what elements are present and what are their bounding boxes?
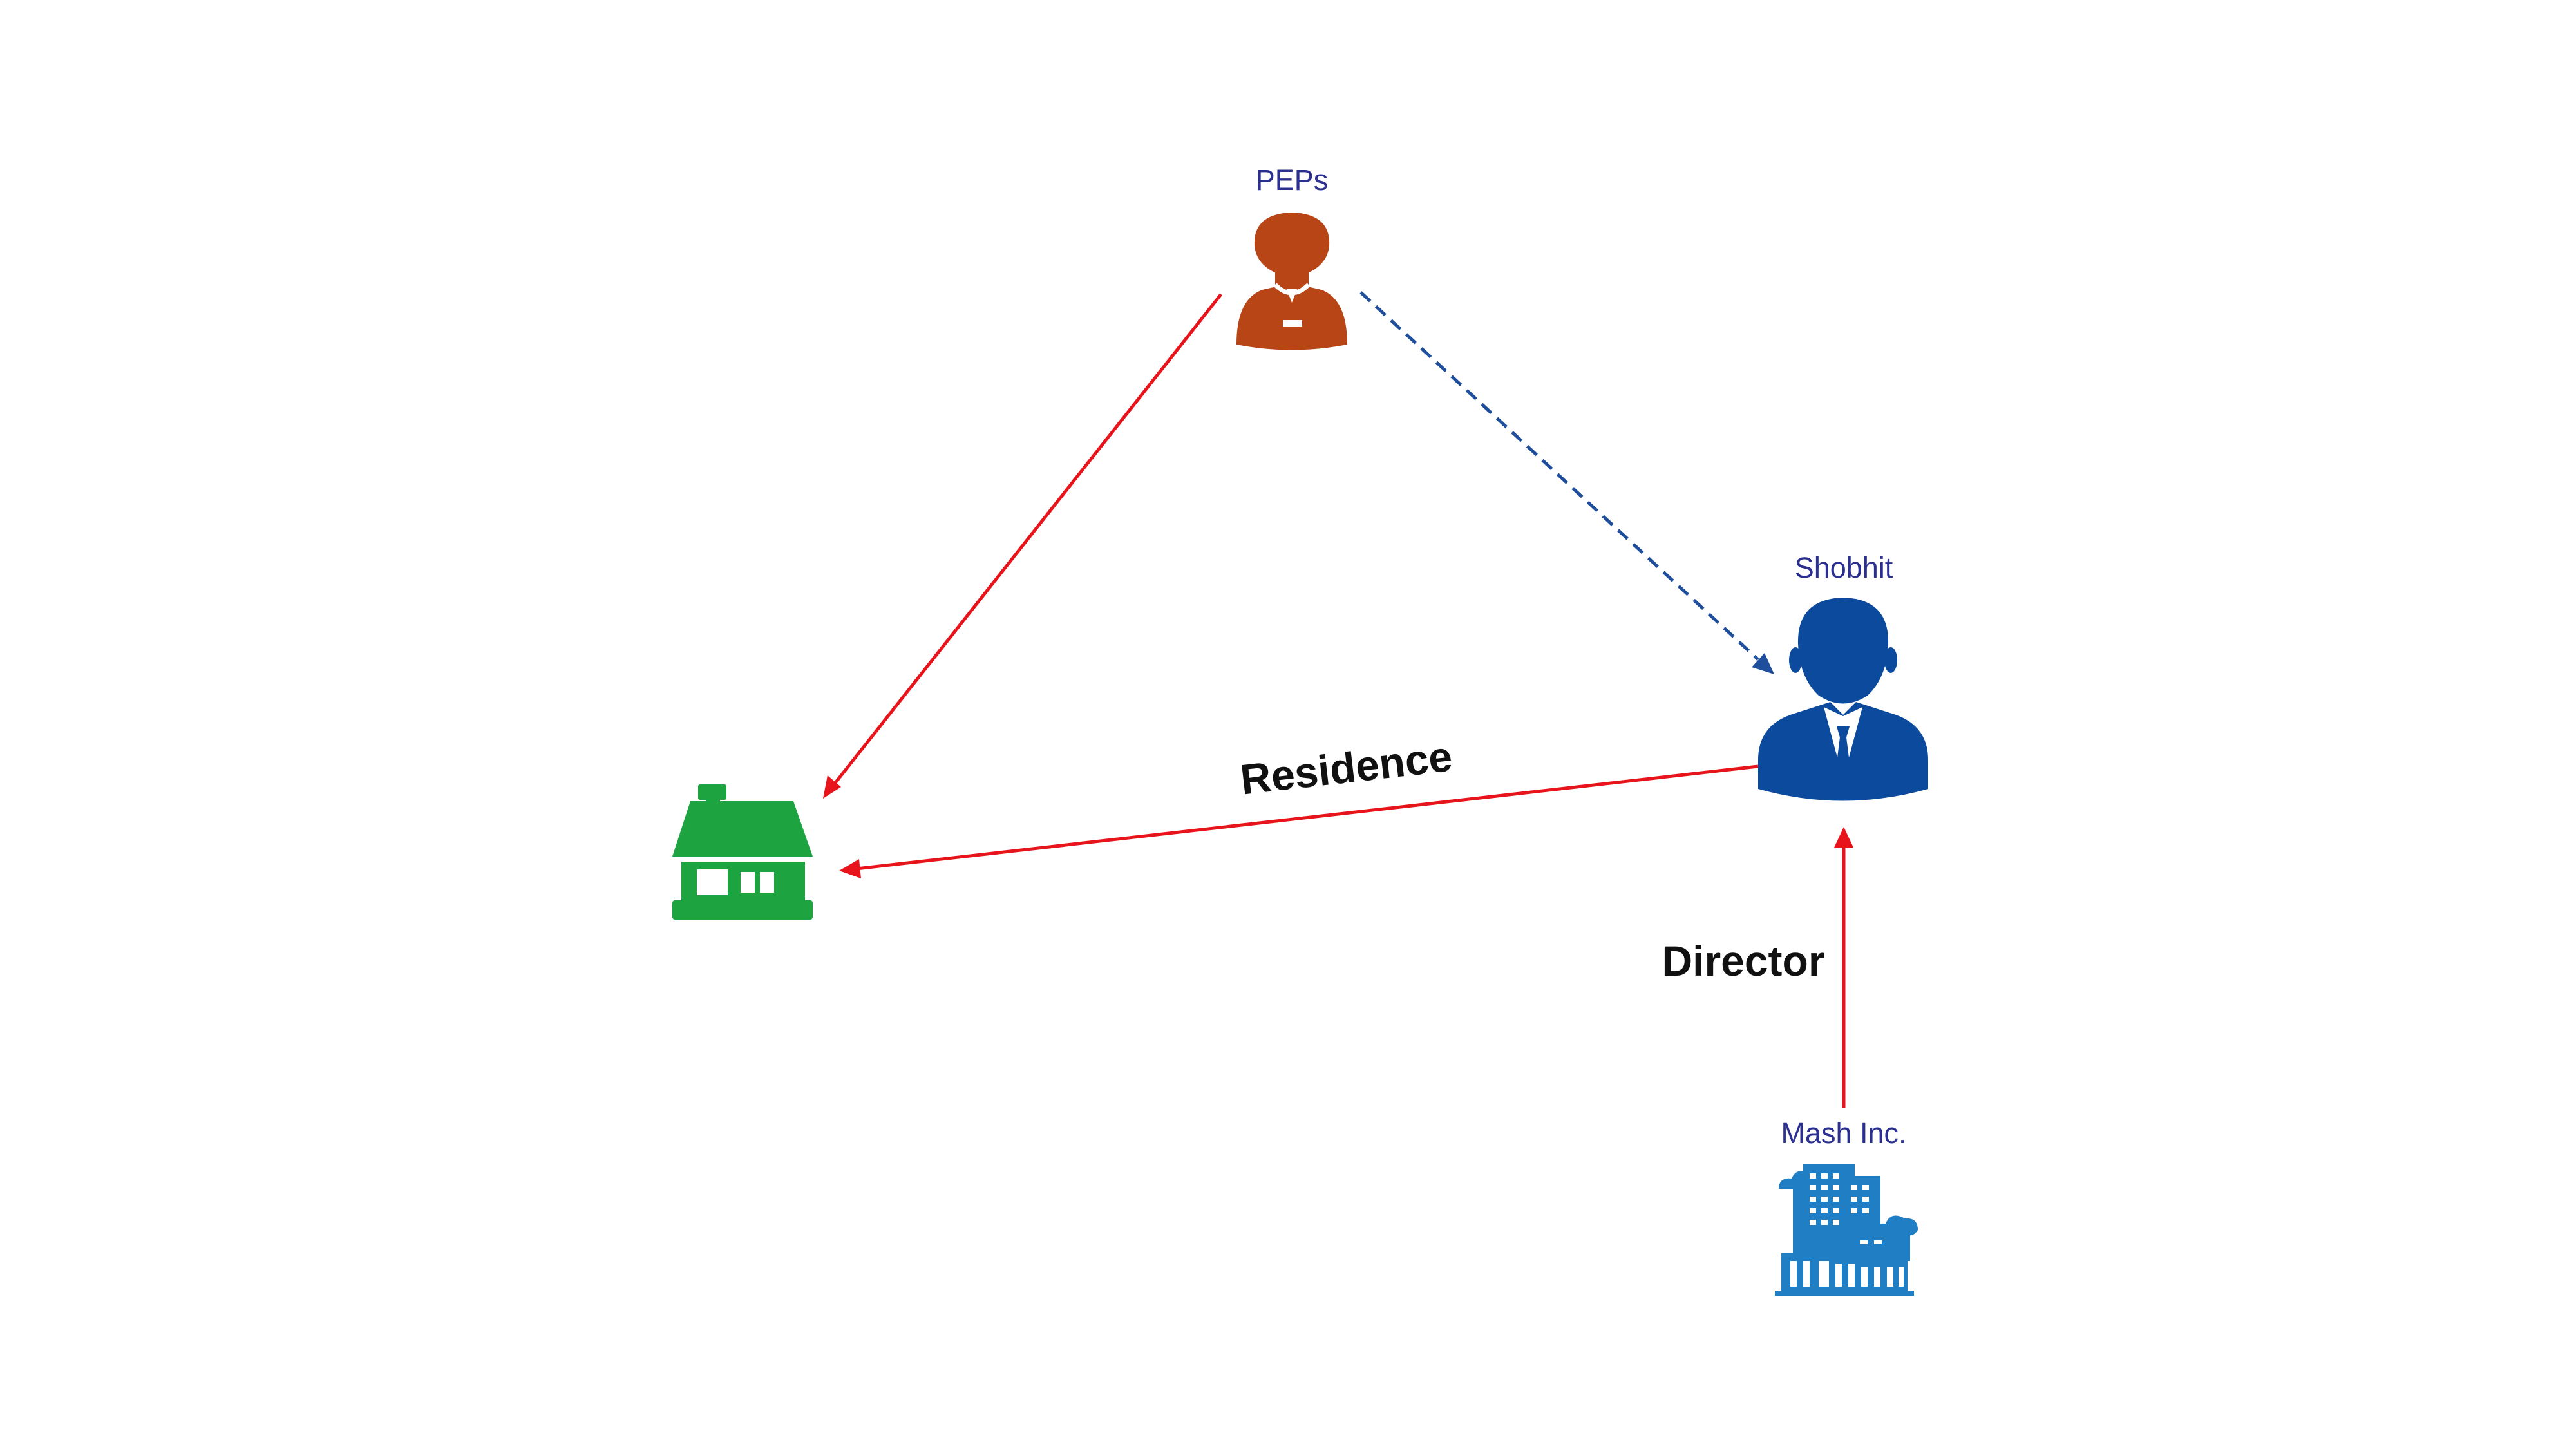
- arrowhead: [823, 775, 841, 799]
- edge-peps-to-house: [823, 293, 1222, 799]
- node-label-shobhit: Shobhit: [1795, 551, 1893, 584]
- node-house[interactable]: [672, 784, 813, 920]
- arrowhead: [839, 859, 861, 878]
- arrowhead: [1834, 827, 1853, 848]
- node-shobhit[interactable]: Shobhit: [1758, 551, 1928, 801]
- edge-peps-to-shobhit: [1359, 291, 1774, 674]
- pep-person-icon: [1236, 213, 1347, 350]
- edge-label-residence: Residence: [1238, 732, 1454, 804]
- edge-label-director: Director: [1662, 937, 1824, 985]
- node-mash-inc[interactable]: Mash Inc.: [1775, 1117, 1918, 1296]
- house-icon: [672, 784, 813, 920]
- businessman-icon: [1758, 598, 1928, 801]
- edge-shobhit-to-house: Residence: [839, 732, 1759, 878]
- office-building-icon: [1775, 1164, 1918, 1296]
- arrowhead: [1752, 653, 1774, 674]
- node-label-peps: PEPs: [1256, 164, 1329, 196]
- edge-mash-to-shobhit: Director: [1662, 827, 1853, 1108]
- node-label-mash-inc: Mash Inc.: [1781, 1117, 1906, 1150]
- node-peps[interactable]: PEPs: [1236, 164, 1347, 350]
